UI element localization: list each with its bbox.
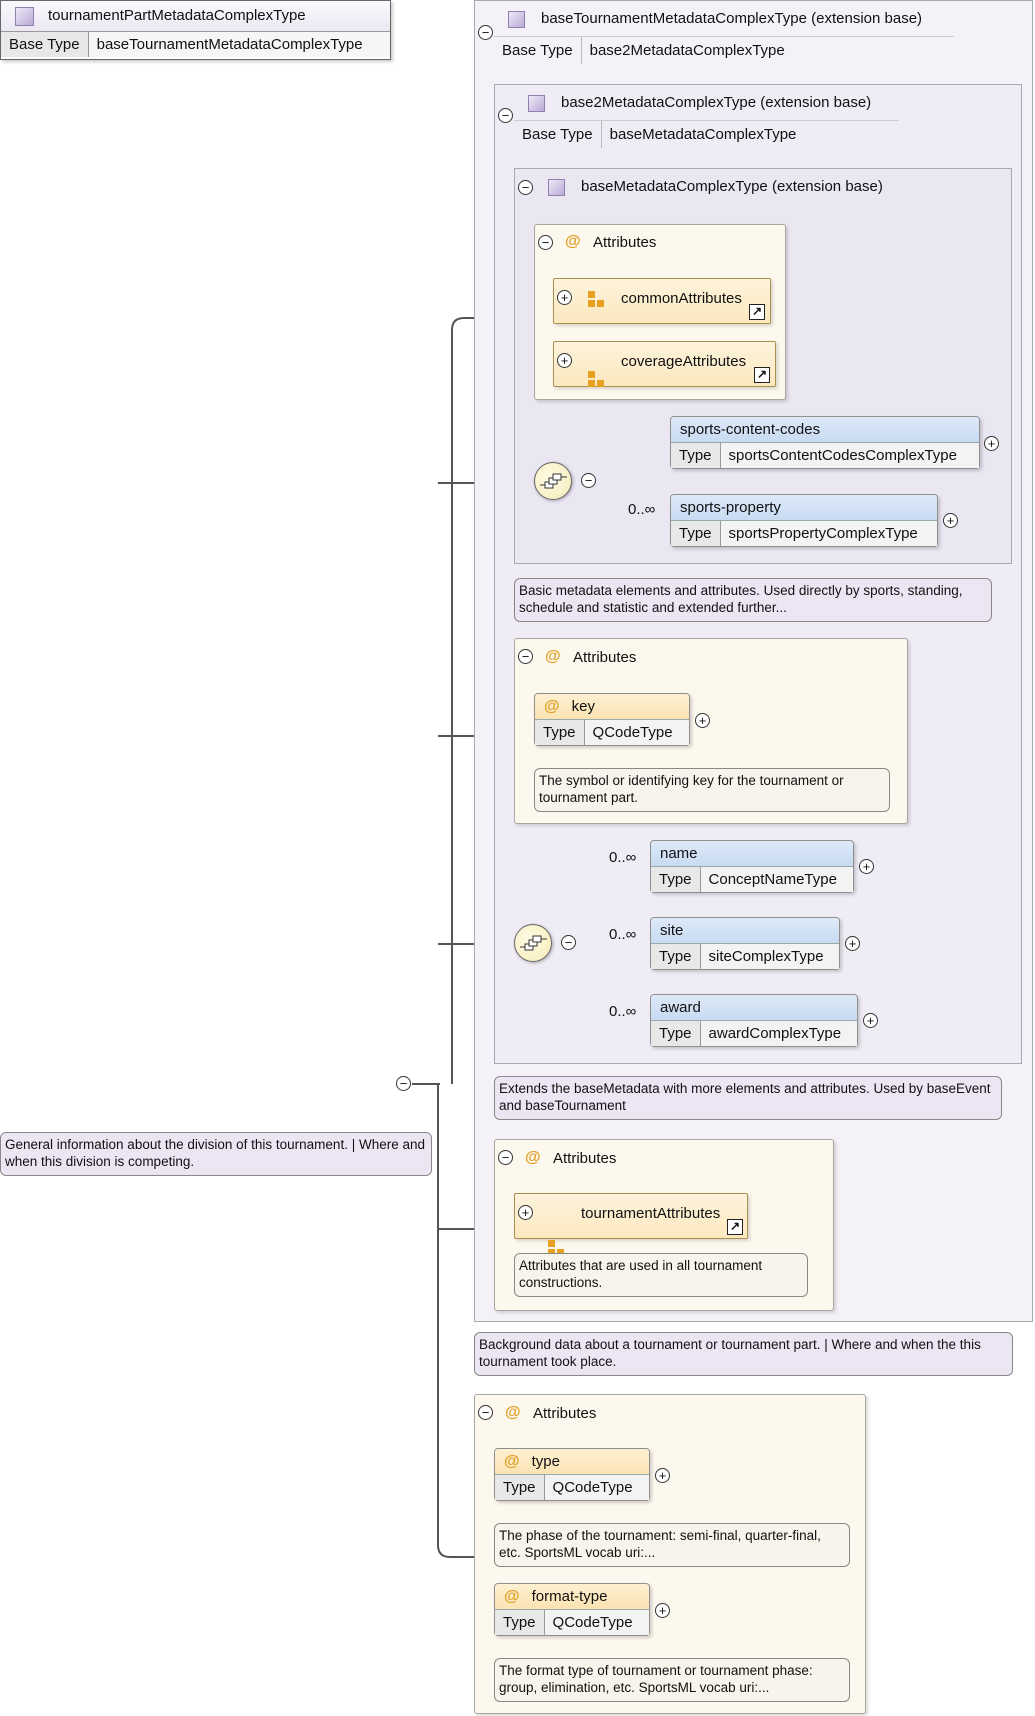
attributes-label: Attributes: [573, 649, 637, 666]
middle-title: base2MetadataComplexType (extension base…: [561, 94, 872, 111]
multiplicity: 0..∞: [609, 849, 637, 866]
root-type-box[interactable]: tournamentPartMetadataComplexType Base T…: [0, 0, 391, 60]
attributes-label: Attributes: [593, 234, 657, 251]
expand-icon[interactable]: +: [655, 1468, 670, 1483]
sequence-icon[interactable]: [534, 462, 572, 500]
complex-type-icon: [528, 95, 545, 112]
base-type-value: baseTournamentMetadataComplexType: [96, 36, 363, 53]
collapse-icon[interactable]: −: [478, 1405, 493, 1420]
complex-type-icon: [548, 179, 565, 196]
group-note: Attributes that are used in all tourname…: [514, 1253, 808, 1297]
collapse-icon[interactable]: −: [538, 235, 553, 250]
complex-type-icon: [508, 11, 525, 28]
middle-note: Extends the baseMetadata with more eleme…: [494, 1076, 1002, 1120]
attributes-label: Attributes: [533, 1405, 597, 1422]
inner-title: baseMetadataComplexType (extension base): [581, 178, 883, 195]
attribute-note: The format type of tournament or tournam…: [494, 1658, 850, 1702]
outer-title: baseTournamentMetadataComplexType (exten…: [541, 10, 923, 27]
expand-icon[interactable]: +: [695, 713, 710, 728]
attribute-icon: @: [505, 1404, 521, 1421]
multiplicity: 0..∞: [609, 1003, 637, 1020]
inner-collapse-icon[interactable]: −: [518, 180, 533, 195]
collapse-icon[interactable]: −: [498, 1150, 513, 1165]
multiplicity: 0..∞: [628, 501, 656, 518]
expand-icon[interactable]: +: [984, 436, 999, 451]
collapse-icon[interactable]: −: [581, 473, 596, 488]
attribute-icon: @: [545, 648, 561, 665]
expand-icon[interactable]: +: [557, 353, 572, 368]
expand-icon[interactable]: +: [859, 859, 874, 874]
base-type-value: baseMetadataComplexType: [609, 126, 797, 143]
attribute-icon: @: [565, 233, 581, 250]
root-type-name: tournamentPartMetadataComplexType: [48, 7, 306, 24]
expand-icon[interactable]: +: [943, 513, 958, 528]
base-type-label: Base Type: [514, 121, 602, 148]
attribute-group-icon: [588, 291, 605, 308]
middle-collapse-icon[interactable]: −: [498, 108, 513, 123]
base-type-value: base2MetadataComplexType: [589, 42, 785, 59]
group-name: commonAttributes: [621, 290, 742, 307]
outer-collapse-icon[interactable]: −: [478, 25, 493, 40]
link-icon[interactable]: ↗: [749, 304, 765, 320]
base-type-label: Base Type: [494, 37, 582, 64]
complex-type-icon: [15, 6, 34, 26]
collapse-icon[interactable]: −: [561, 935, 576, 950]
attribute-group-coverage[interactable]: [553, 341, 776, 387]
attribute-icon: @: [525, 1149, 541, 1166]
expand-icon[interactable]: +: [863, 1013, 878, 1028]
expand-icon[interactable]: +: [557, 290, 572, 305]
collapse-icon[interactable]: −: [518, 649, 533, 664]
attribute-note: The symbol or identifying key for the to…: [534, 768, 890, 812]
group-name: coverageAttributes: [621, 353, 747, 370]
expand-icon[interactable]: +: [655, 1603, 670, 1618]
base-type-label: Base Type: [1, 32, 89, 57]
expand-icon[interactable]: +: [845, 936, 860, 951]
multiplicity: 0..∞: [609, 926, 637, 943]
attribute-note: The phase of the tournament: semi-final,…: [494, 1523, 850, 1567]
inner-note: Basic metadata elements and attributes. …: [514, 578, 992, 622]
link-icon[interactable]: ↗: [727, 1219, 743, 1235]
attribute-group-tournament[interactable]: [514, 1193, 748, 1239]
outer-note: Background data about a tournament or to…: [474, 1332, 1013, 1376]
attribute-group-icon: [588, 371, 605, 388]
link-icon[interactable]: ↗: [754, 367, 770, 383]
root-note: General information about the division o…: [0, 1132, 432, 1176]
attributes-label: Attributes: [553, 1150, 617, 1167]
sequence-icon[interactable]: [514, 924, 552, 962]
root-collapse-icon[interactable]: −: [396, 1076, 411, 1091]
group-name: tournamentAttributes: [581, 1205, 721, 1222]
attribute-group-icon: [548, 1240, 565, 1257]
expand-icon[interactable]: +: [518, 1205, 533, 1220]
